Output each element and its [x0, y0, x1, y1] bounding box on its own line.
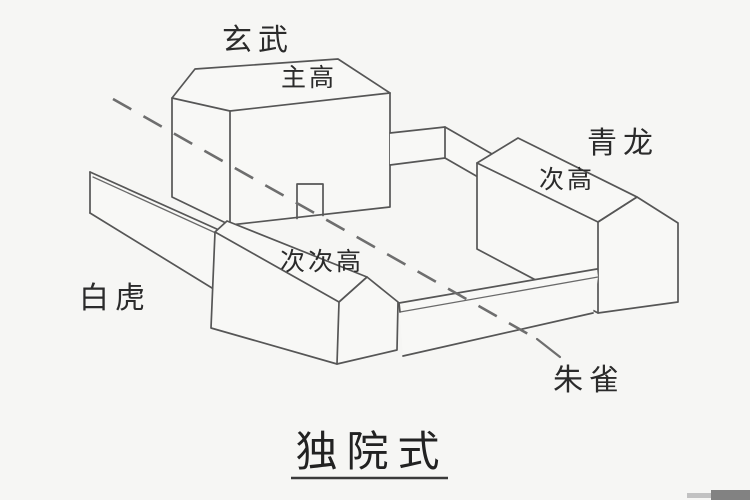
label-zhuque-south: 朱雀 [553, 363, 625, 398]
main-hall-door [296, 183, 324, 220]
zhuque-leader-line [535, 337, 562, 359]
label-tertiary-height: 次次高 [280, 247, 364, 276]
south-building-front-wall [210, 231, 338, 365]
main-hall-gable-wall [171, 97, 231, 226]
label-baihu-west: 白虎 [79, 281, 151, 316]
main-hall-front-wall [229, 92, 391, 226]
west-wall [89, 171, 220, 289]
corner-watermark-mark [687, 490, 750, 500]
label-xuanwu-north: 玄武 [222, 23, 294, 58]
northeast-wall [389, 126, 493, 178]
south-building [210, 220, 399, 365]
east-wing-gable-wall [597, 196, 679, 314]
label-qinglong-east: 青龙 [587, 126, 659, 161]
main-hall-building [171, 58, 391, 226]
main-hall-roof [171, 58, 391, 112]
south-building-gable-wall [336, 276, 399, 365]
diagram-title: 独院式 [295, 427, 448, 476]
central-axis-dashed-line [112, 97, 538, 341]
label-main-height: 主高 [281, 63, 337, 92]
label-secondary-height: 次高 [539, 165, 595, 194]
south-wall [398, 268, 599, 357]
